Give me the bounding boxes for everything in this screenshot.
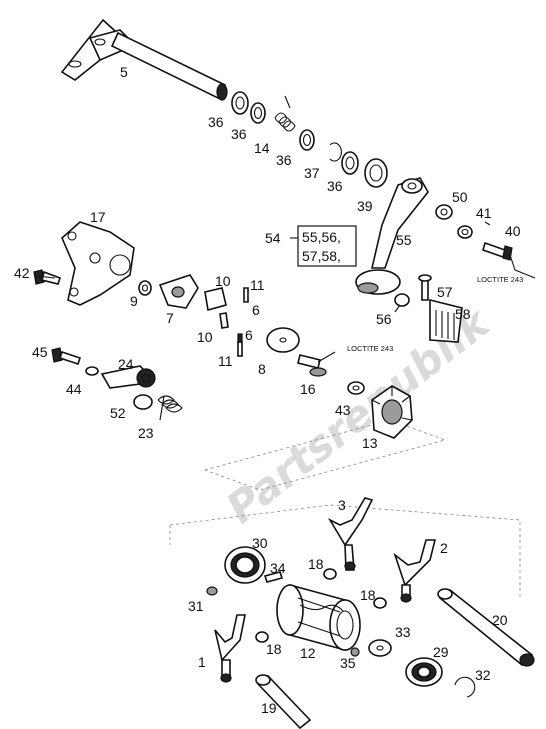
part-label-39: 39	[357, 198, 373, 214]
bearing-29-part	[405, 657, 443, 687]
part-label-36c: 36	[276, 152, 292, 168]
shaft-washer-stack	[231, 91, 388, 188]
washer-33-part	[368, 639, 392, 657]
disc-and-pin-parts	[266, 327, 336, 377]
part-label-7: 7	[166, 310, 174, 326]
part-label-30: 30	[252, 535, 268, 551]
part-label-56: 56	[376, 311, 392, 327]
part-label-44: 44	[66, 381, 82, 397]
part-label-8: 8	[258, 361, 266, 377]
shift-lever-assembly	[355, 177, 463, 343]
part-label-14: 14	[254, 140, 270, 156]
part-label-50: 50	[452, 189, 468, 205]
leader-lines	[35, 221, 491, 313]
washer-43-part	[347, 381, 365, 395]
part-label-6b: 6	[245, 327, 253, 343]
part-label-13: 13	[362, 435, 378, 451]
ratchet-cam-parts	[138, 274, 199, 309]
part-label-10a: 10	[215, 273, 231, 289]
part-label-55: 55	[396, 232, 412, 248]
part-label-1: 1	[198, 654, 206, 670]
part-label-36b: 36	[231, 126, 247, 142]
circlip-32-part	[454, 676, 476, 698]
part-label-54: 54	[265, 230, 281, 246]
shift-fork-2-part	[393, 539, 437, 603]
part-label-18c: 18	[266, 641, 282, 657]
lever-bolt-parts	[435, 204, 536, 279]
part-label-6a: 6	[252, 302, 260, 318]
shift-drum-12-part	[276, 583, 361, 652]
fork-shaft-20-part	[437, 588, 535, 667]
drum-bearing-30-part	[224, 546, 266, 584]
fork-rollers-part	[255, 568, 387, 643]
part-label-18b: 18	[360, 587, 376, 603]
shift-shaft-part	[60, 18, 228, 101]
loctite-note-b: LOCTITE 243	[477, 275, 523, 284]
part-label-41: 41	[476, 205, 492, 221]
part-label-3: 3	[338, 497, 346, 513]
part-label-29: 29	[433, 644, 449, 660]
shift-bracket-part	[61, 221, 135, 306]
loctite-note-a: LOCTITE 243	[347, 344, 393, 353]
kit-box-line2: 57,58,	[302, 248, 341, 264]
part-label-10b: 10	[197, 329, 213, 345]
part-label-23: 23	[138, 425, 154, 441]
shift-fork-1-part	[214, 614, 246, 683]
part-labels: 5 36 36 14 36 37 36 39 50 41 40 17 42 9 …	[14, 64, 521, 716]
part-label-34: 34	[270, 560, 286, 576]
locking-lever-parts	[51, 347, 183, 421]
part-label-58: 58	[455, 306, 471, 322]
part-label-35: 35	[340, 655, 356, 671]
part-label-24: 24	[118, 356, 134, 372]
part-label-2: 2	[440, 540, 448, 556]
part-label-16: 16	[300, 381, 316, 397]
part-label-37: 37	[304, 165, 320, 181]
part-label-52: 52	[110, 405, 126, 421]
part-label-31: 31	[188, 598, 204, 614]
part-label-18a: 18	[308, 556, 324, 572]
part-label-11a: 11	[250, 277, 265, 293]
part-label-20: 20	[492, 612, 508, 628]
part-label-40: 40	[505, 223, 521, 239]
assembly-outline-lower	[169, 504, 521, 600]
part-label-11b: 11	[218, 353, 233, 369]
part-label-45: 45	[32, 344, 48, 360]
kit-box-54: 55,56, 57,58,	[297, 225, 357, 267]
part-label-9: 9	[130, 293, 138, 309]
part-label-12: 12	[300, 645, 316, 661]
shift-star-wheel-part	[371, 385, 413, 439]
pin-34-part	[263, 571, 284, 583]
part-label-33: 33	[395, 624, 411, 640]
kit-box-line1: 55,56,	[302, 229, 341, 245]
screw-31-part	[206, 586, 218, 596]
part-label-17: 17	[90, 209, 106, 225]
part-label-5: 5	[120, 64, 128, 80]
shift-fork-3-part	[327, 497, 374, 571]
part-label-19: 19	[261, 700, 277, 716]
part-label-42: 42	[14, 265, 30, 281]
pawl-pin-parts	[204, 287, 249, 357]
screw-35-part	[350, 647, 360, 657]
part-label-43: 43	[335, 402, 351, 418]
part-label-36d: 36	[327, 178, 343, 194]
part-label-57: 57	[437, 284, 453, 300]
part-label-36a: 36	[208, 114, 224, 130]
fork-shaft-19-part	[255, 674, 312, 729]
assembly-outline-upper	[203, 419, 447, 491]
part-label-32: 32	[475, 667, 491, 683]
